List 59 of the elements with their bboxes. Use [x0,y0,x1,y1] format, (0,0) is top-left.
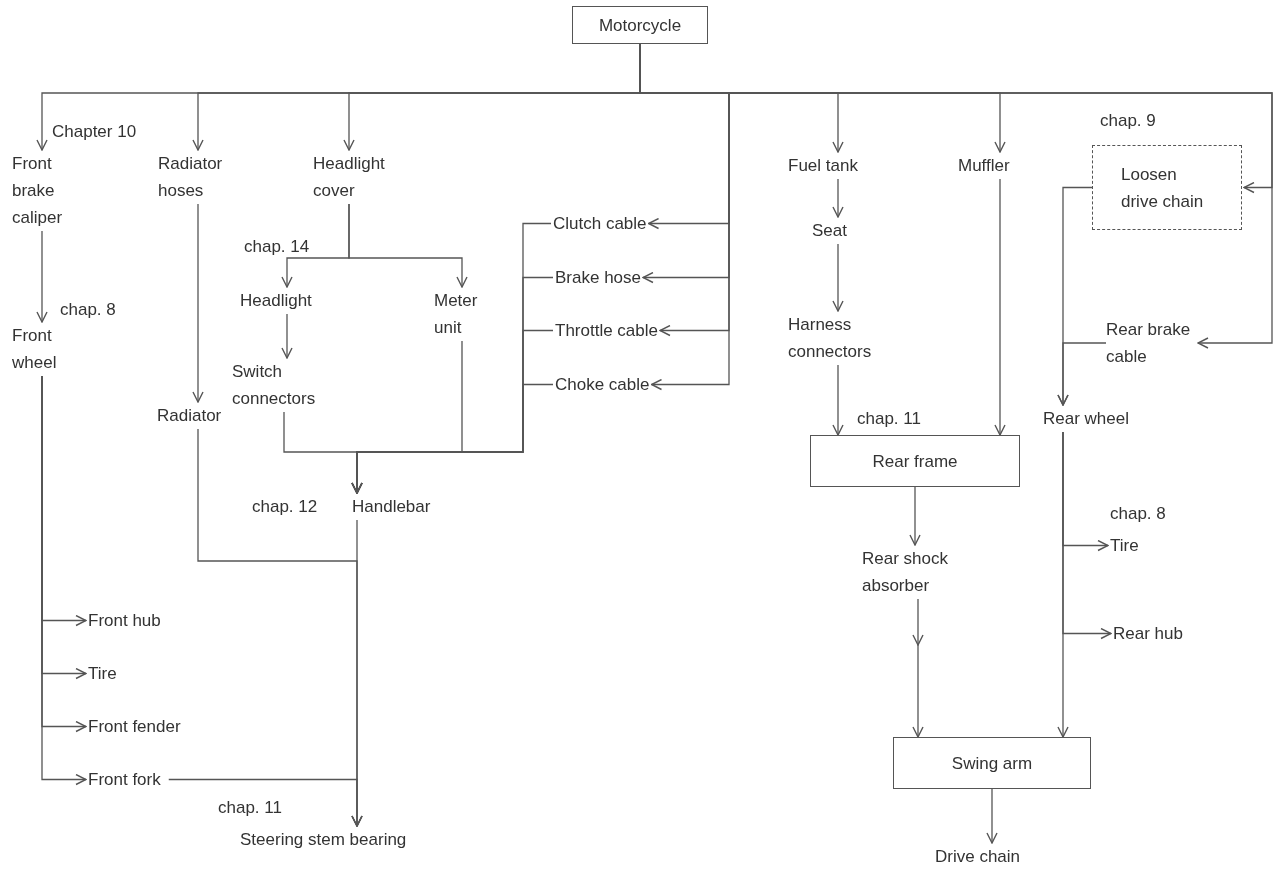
chapter-note: chap. 8 [1110,503,1166,525]
arrow [994,178,1006,436]
node-label: Switch connectors [232,358,322,412]
node-label: Rear brake cable [1106,316,1196,370]
process-box [572,6,708,44]
node-label: Front brake caliper [12,150,82,231]
arrow [348,203,468,288]
chapter-note: chap. 11 [857,408,921,430]
node-label: Headlight cover [313,150,393,204]
node-label: Tire [88,660,117,687]
node-label: Steering stem bearing [240,826,407,853]
node-label: Headlight [240,287,312,314]
box-label: Swing arm [951,752,1033,775]
node-label: Rear wheel [1043,405,1129,432]
process-box [893,737,1091,789]
dashed-process-box [1092,145,1242,230]
box-label: Motorcycle [598,14,682,37]
node-label: Clutch cable [553,210,647,237]
arrow [832,364,844,436]
chapter-note: chap. 9 [1100,110,1156,132]
node-label: Harness connectors [788,311,878,365]
node-label: Handlebar [352,493,431,520]
node-label: Front wheel [12,322,67,376]
arrow [281,313,293,359]
node-label: Fuel tank [788,152,858,179]
node-label: Front fork [88,766,161,793]
chapter-note: chap. 12 [252,496,318,518]
node-label: Tire [1110,532,1139,559]
process-box [810,435,1020,487]
node-label: Muffler [958,152,1010,179]
node-label: Seat [812,217,847,244]
node-label: Choke cable [555,371,650,398]
chapter-note: chap. 14 [244,236,310,258]
node-label: Radiator hoses [158,150,230,204]
box-label: Loosen drive chain [1121,163,1205,213]
node-label: Rear shock absorber [862,545,952,599]
chapter-note: chap. 8 [60,299,116,321]
arrow [1057,342,1107,406]
arrow [168,778,363,827]
arrow [1057,431,1069,738]
node-label: Drive chain [935,843,1021,870]
arrow [351,383,554,494]
chapter-note: Chapter 10 [52,121,137,143]
node-label: Rear hub [1113,620,1183,647]
arrow [832,178,844,218]
arrow [192,203,204,403]
node-label: Throttle cable [555,317,658,344]
node-label: Radiator [157,402,222,429]
node-label: Meter unit [434,287,486,341]
node-label: Front hub [88,607,161,634]
arrow [832,243,844,312]
box-label: Rear frame [872,450,958,473]
arrow [912,598,924,738]
node-label: Brake hose [555,264,641,291]
arrow [986,788,998,844]
chapter-note: chap. 11 [218,797,282,819]
arrow [36,230,48,323]
arrow [909,486,921,546]
node-label: Front fender [88,713,181,740]
